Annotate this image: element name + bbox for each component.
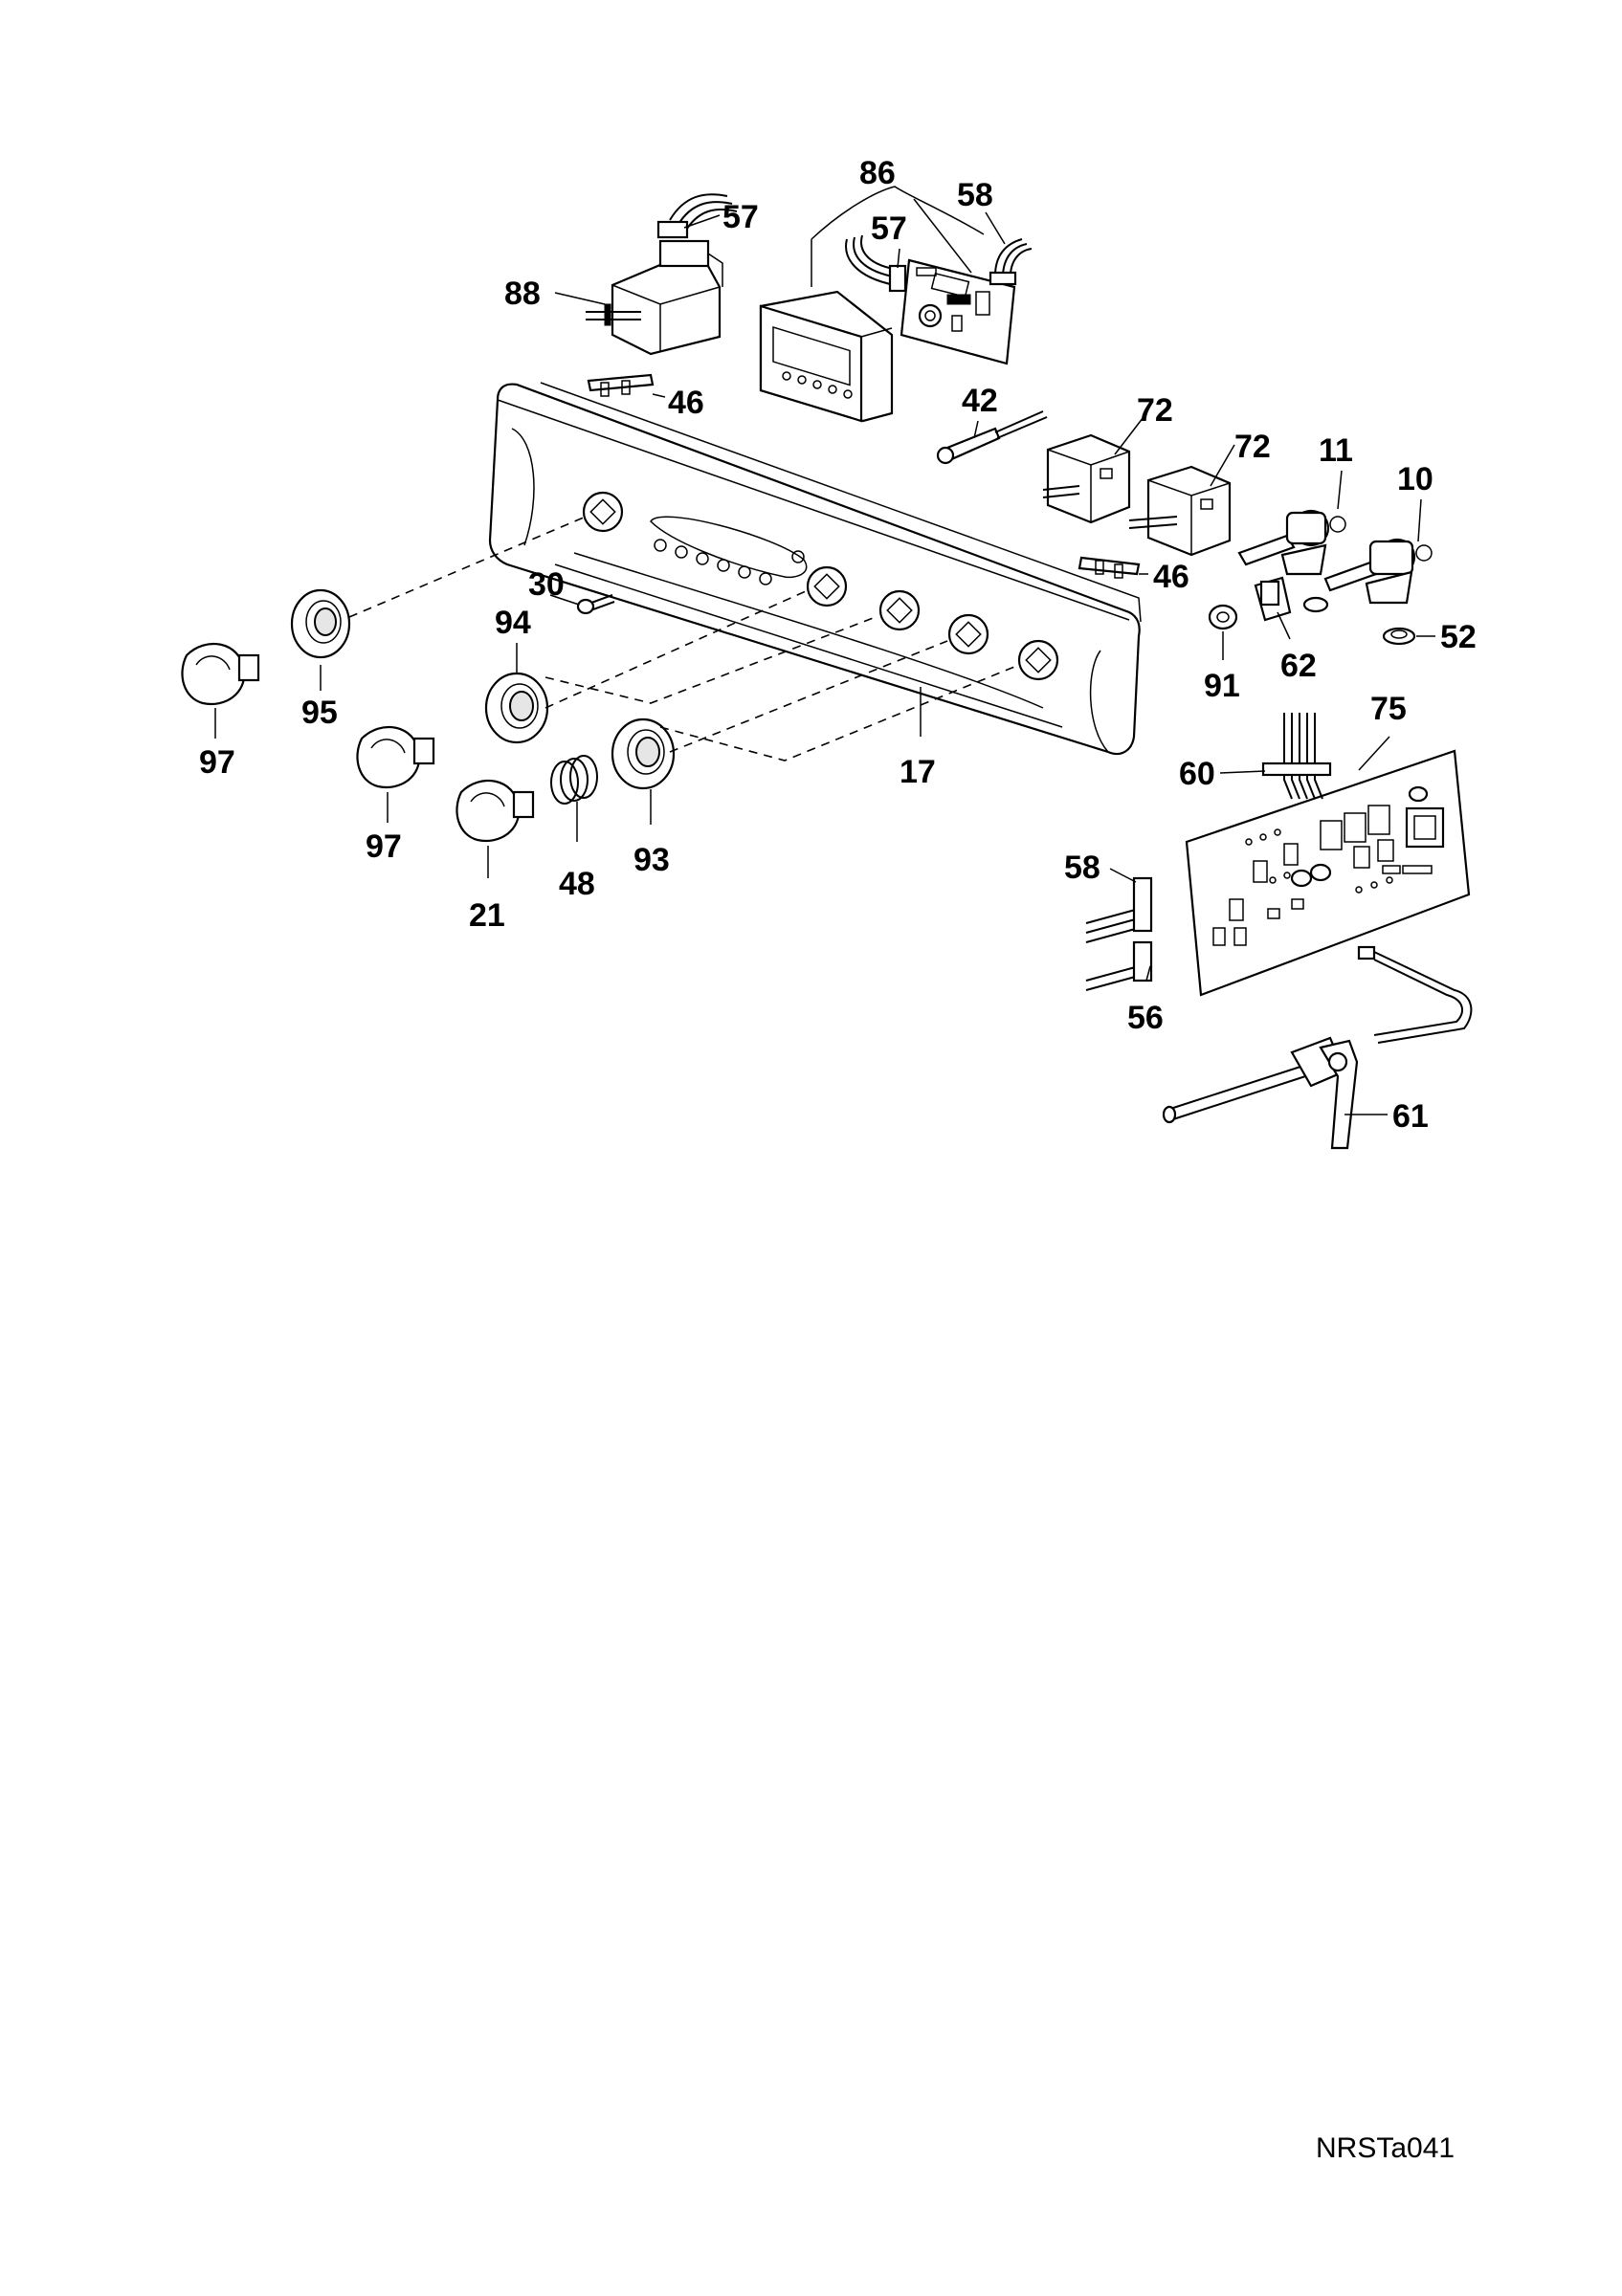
display-module-86: [759, 290, 894, 423]
part-label-46-right: 46: [1153, 559, 1189, 595]
part-label-48: 48: [559, 866, 595, 902]
part-label-42: 42: [962, 383, 998, 419]
part-label-11: 11: [1319, 432, 1353, 469]
pin-30: [576, 594, 615, 615]
cable-connector-58-top: [989, 238, 1033, 286]
spring-48: [550, 755, 598, 805]
part-label-94: 94: [495, 605, 531, 641]
bezel-ring-93: [611, 718, 676, 790]
part-label-21: 21: [469, 897, 505, 934]
bracket-62: [1254, 576, 1292, 622]
control-board-86: [900, 258, 1016, 365]
part-label-97-middle: 97: [366, 828, 402, 865]
indicator-lamp-42: [936, 410, 1048, 465]
part-label-93: 93: [633, 842, 670, 878]
part-label-86: 86: [859, 155, 896, 191]
energy-regulator-72-right: [1128, 465, 1232, 557]
part-label-30: 30: [528, 566, 565, 603]
part-label-61: 61: [1392, 1098, 1429, 1135]
washer-52-hole: [1390, 629, 1408, 639]
cable-connector-58-lower: [1085, 876, 1153, 943]
bezel-ring-95: [290, 588, 351, 659]
part-label-72-right: 72: [1234, 429, 1271, 465]
part-label-58-top: 58: [957, 177, 993, 213]
cable-connector-56: [1085, 940, 1153, 991]
part-label-72-left: 72: [1137, 392, 1173, 429]
part-label-58-lower: 58: [1064, 850, 1100, 886]
part-label-60: 60: [1179, 756, 1215, 792]
part-label-75: 75: [1370, 691, 1407, 727]
ribbon-cable-60: [1261, 713, 1332, 800]
part-label-95: 95: [301, 695, 338, 731]
spacer-91: [1208, 604, 1238, 630]
switch-10: [1323, 538, 1433, 605]
part-label-91: 91: [1204, 668, 1240, 704]
timer-unit-88: [586, 239, 723, 356]
part-label-62: 62: [1280, 648, 1317, 684]
label-leader-lines: [214, 186, 1435, 1115]
part-label-57-middle: 57: [871, 210, 907, 247]
control-knob-97-left: [181, 642, 260, 706]
energy-regulator-72-left: [1042, 433, 1131, 524]
main-circuit-board-75: [1185, 749, 1471, 997]
clip-46-top-left: [587, 373, 655, 397]
part-label-10: 10: [1397, 461, 1433, 497]
drawing-code: NRSTa041: [1316, 2132, 1455, 2164]
part-label-56: 56: [1127, 1000, 1164, 1036]
switch-11: [1237, 509, 1346, 576]
sensor-probe-61: [1162, 945, 1473, 1150]
part-label-52: 52: [1440, 619, 1477, 655]
washer-near-11: [1302, 596, 1329, 613]
control-knob-21: [455, 779, 535, 843]
control-panel-17: [488, 382, 1142, 756]
part-label-17: 17: [900, 754, 936, 790]
bezel-ring-94: [484, 672, 549, 744]
assembly-guide-lines: [348, 516, 1020, 762]
part-label-88: 88: [504, 276, 541, 312]
part-label-46-top-left: 46: [668, 385, 704, 421]
control-knob-97-middle: [356, 725, 435, 789]
part-label-97-left: 97: [199, 744, 235, 781]
part-label-57-top-left: 57: [722, 199, 759, 235]
clip-46-right: [1078, 556, 1141, 579]
